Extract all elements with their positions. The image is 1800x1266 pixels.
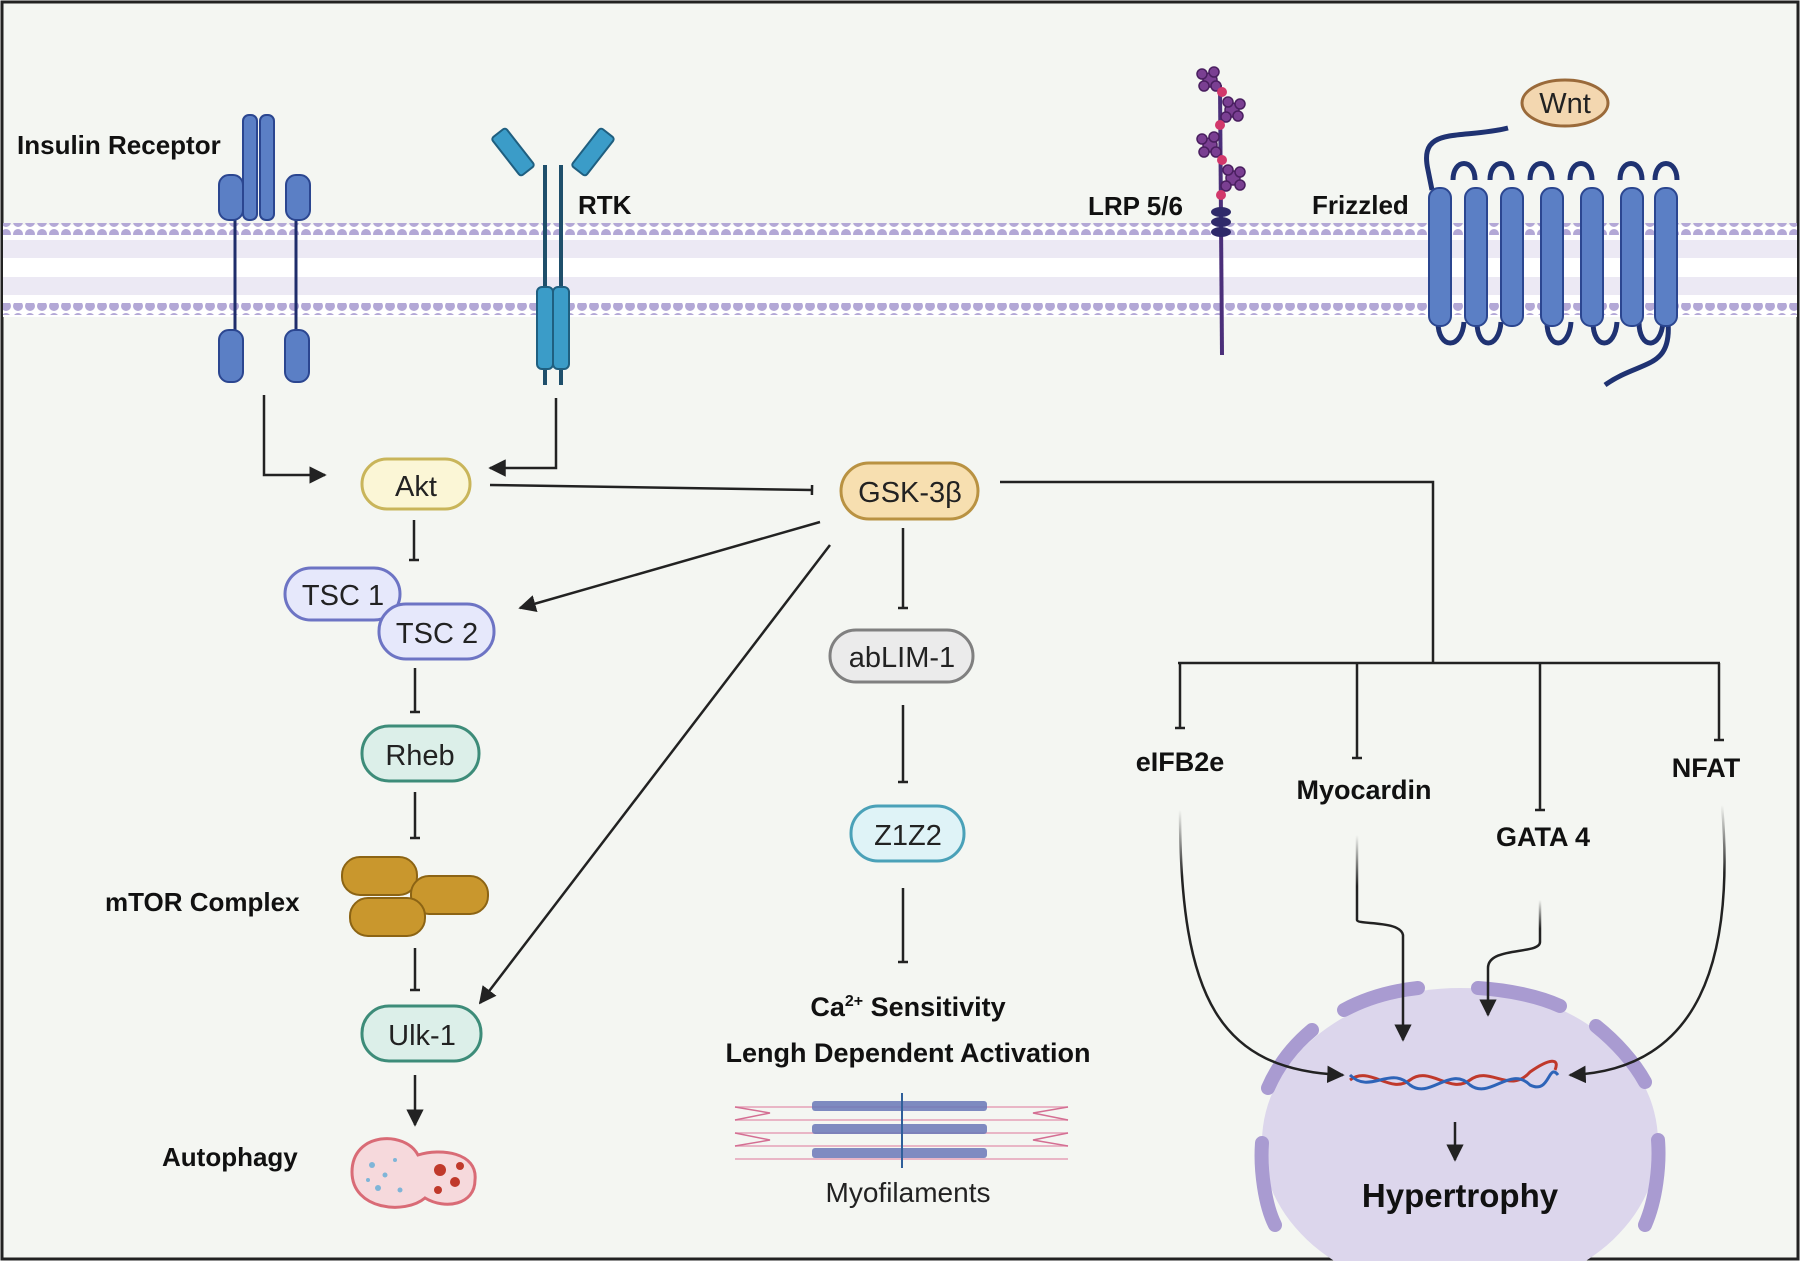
- insulin-receptor-icon: [218, 114, 311, 383]
- myofilaments-icon: [734, 1093, 1069, 1168]
- nucleus-icon: [1254, 981, 1666, 1266]
- cell-membrane: [3, 223, 1797, 317]
- myocardin-label: Myocardin: [1296, 775, 1431, 805]
- akt-inhibits-gsk: [489, 483, 812, 490]
- autophagosome-icon: [350, 1137, 477, 1209]
- wnt-node: [1520, 78, 1610, 128]
- eifb2e-to-dna-arrow: [1178, 809, 1345, 1084]
- mtor-complex-icon: [341, 856, 489, 937]
- gata4-label: GATA 4: [1496, 822, 1590, 852]
- dna-icon: [1348, 1059, 1560, 1091]
- tsc2-label: TSC 2: [396, 618, 478, 650]
- gsk-to-ulk-arrow: [478, 544, 831, 1005]
- akt-label: Akt: [395, 471, 437, 503]
- ca-sensitivity-label: Ca2+ Sensitivity: [810, 992, 1005, 1022]
- lrp-label: LRP 5/6: [1088, 191, 1183, 221]
- z1z2-label: Z1Z2: [874, 820, 942, 852]
- nfat-to-dna-arrow: [1568, 804, 1726, 1084]
- gsk-to-branches: [1000, 480, 1435, 663]
- tsc1-node: [283, 566, 402, 622]
- tsc1-label: TSC 1: [302, 580, 384, 612]
- akt-node: [360, 457, 472, 511]
- insulin-receptor-label: Insulin Receptor: [17, 130, 221, 160]
- autophagy-label: Autophagy: [162, 1142, 298, 1172]
- rtk-to-akt-arrow: [488, 398, 558, 477]
- insulin-to-akt-arrow: [262, 395, 327, 484]
- gsk-to-tsc-arrow: [518, 520, 821, 613]
- lrp-icon: [1196, 66, 1246, 356]
- eifb2e-label: eIFB2e: [1136, 747, 1225, 777]
- rtk-label: RTK: [578, 190, 632, 220]
- z1z2-node: [849, 804, 966, 863]
- gsk3b-node: [839, 461, 980, 521]
- gata4-to-dna-arrow: [1479, 900, 1542, 1017]
- frizzled-helices: [1428, 187, 1678, 327]
- myofilaments-label: Myofilaments: [826, 1177, 991, 1208]
- ulk1-node: [360, 1004, 483, 1063]
- frizzled-icon: [1424, 125, 1680, 388]
- myocardin-to-dna-arrow: [1355, 835, 1412, 1042]
- rheb-node: [360, 724, 481, 783]
- gsk3b-label: GSK-3β: [858, 477, 962, 509]
- rheb-label: Rheb: [385, 740, 454, 772]
- mtor-complex-label: mTOR Complex: [105, 887, 300, 917]
- length-activation-label: Lengh Dependent Activation: [725, 1038, 1090, 1068]
- wnt-label: Wnt: [1539, 88, 1591, 120]
- ulk1-label: Ulk-1: [388, 1020, 456, 1052]
- ablim1-label: abLIM-1: [849, 642, 955, 674]
- frizzled-label: Frizzled: [1312, 190, 1409, 220]
- rtk-icon: [491, 127, 615, 385]
- nfat-label: NFAT: [1672, 753, 1741, 783]
- hypertrophy-label: Hypertrophy: [1362, 1177, 1559, 1214]
- tsc2-node: [377, 602, 496, 661]
- ablim1-node: [828, 628, 975, 684]
